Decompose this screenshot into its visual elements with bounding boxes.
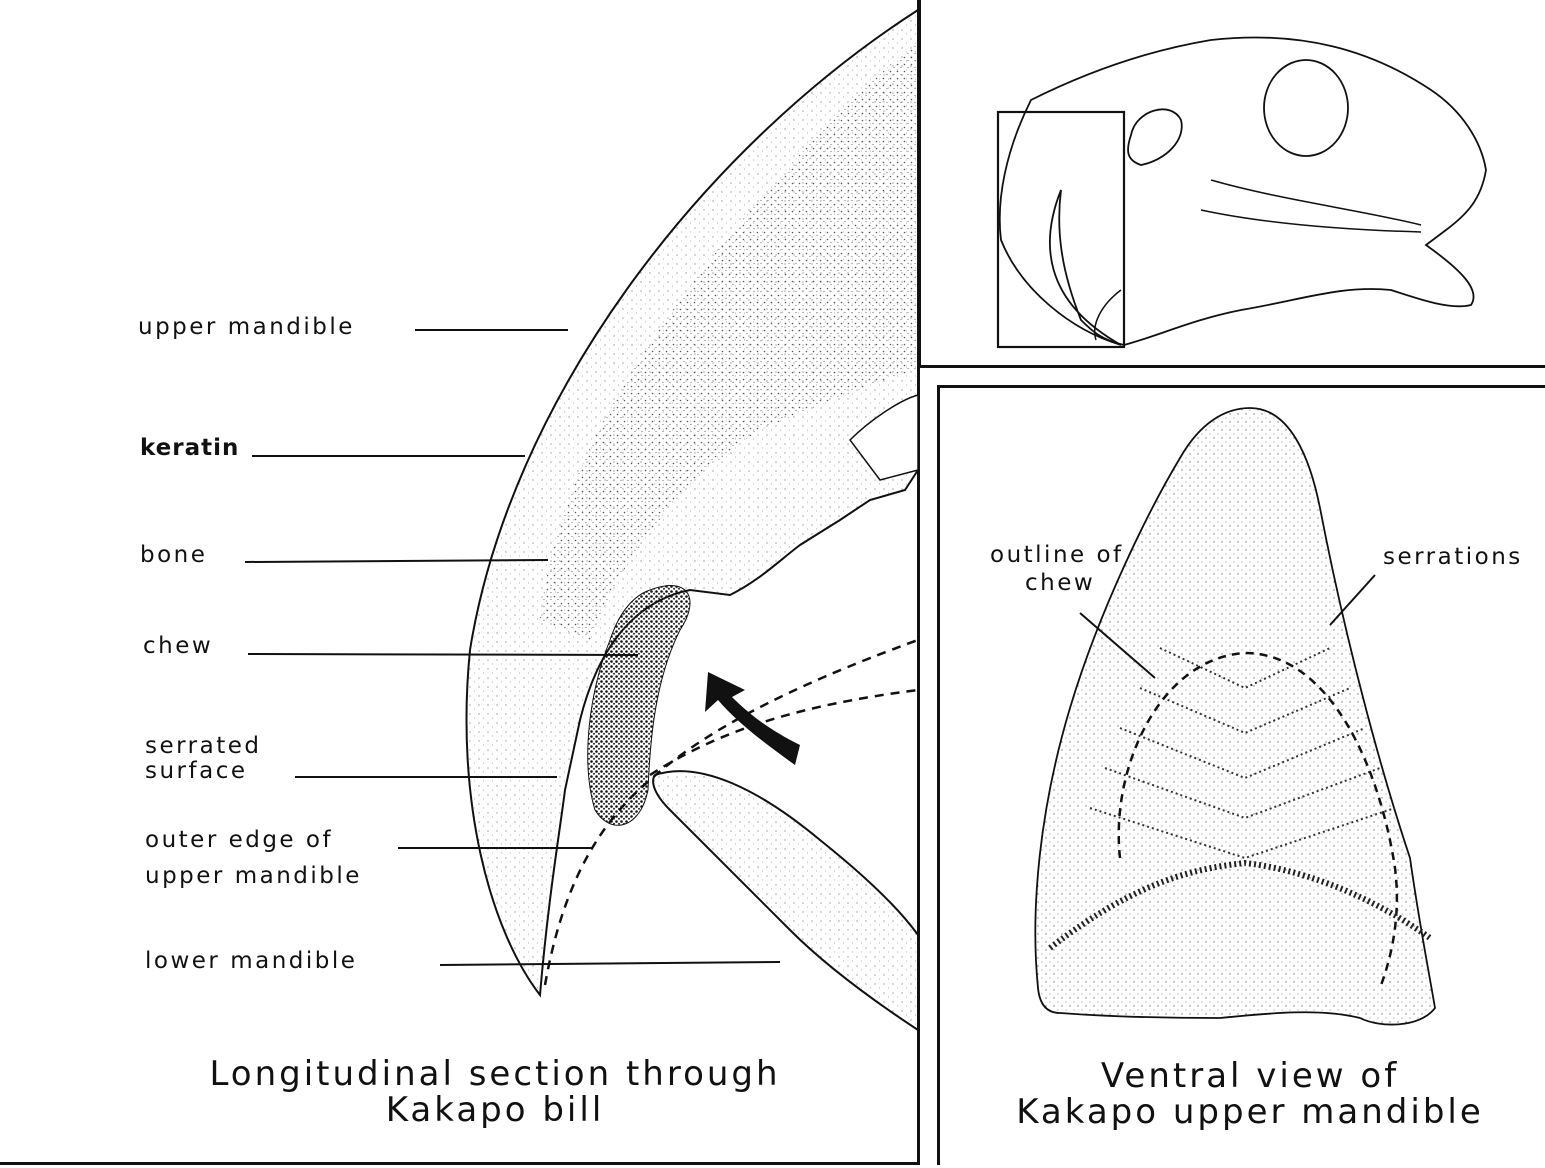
- lower-mandible-outline: [653, 771, 918, 1030]
- label-serrations: serrations: [1383, 545, 1523, 570]
- skull-orbit: [1264, 60, 1348, 156]
- left-title-line2: Kakapo bill: [190, 1092, 800, 1128]
- label-surface: surface: [145, 759, 248, 784]
- right-title-line1: Ventral view of: [960, 1058, 1540, 1094]
- label-chew: chew: [143, 634, 213, 659]
- longitudinal-section-drawing: [0, 0, 920, 1165]
- skull-outline: [1000, 37, 1486, 345]
- label-lower-mandible: lower mandible: [145, 949, 357, 974]
- bite-direction-arrow: [705, 672, 800, 765]
- skull-drawing: [921, 0, 1545, 368]
- right-title-line2: Kakapo upper mandible: [960, 1094, 1540, 1130]
- label-keratin: keratin: [140, 436, 239, 461]
- outer-edge-dashed-2: [650, 690, 918, 775]
- label-chew-right: chew: [1025, 571, 1095, 596]
- label-serrated: serrated: [145, 734, 262, 759]
- left-title-line1: Longitudinal section through: [190, 1056, 800, 1092]
- mandible-ventral-outline: [1035, 408, 1435, 1025]
- skull-side-view-panel: [918, 0, 1545, 368]
- longitudinal-section-panel: upper mandible keratin bone chew serrate…: [0, 0, 920, 1165]
- label-outer-edge-of: outer edge of: [145, 828, 333, 853]
- label-outline-of: outline of: [990, 543, 1124, 568]
- label-upper-mandible: upper mandible: [138, 315, 355, 340]
- label-bone: bone: [140, 543, 207, 568]
- label-outer-upper-mandible: upper mandible: [145, 864, 362, 889]
- ventral-view-panel: outline of chew serrations Ventral view …: [937, 385, 1545, 1165]
- ventral-view-drawing: [940, 388, 1545, 1168]
